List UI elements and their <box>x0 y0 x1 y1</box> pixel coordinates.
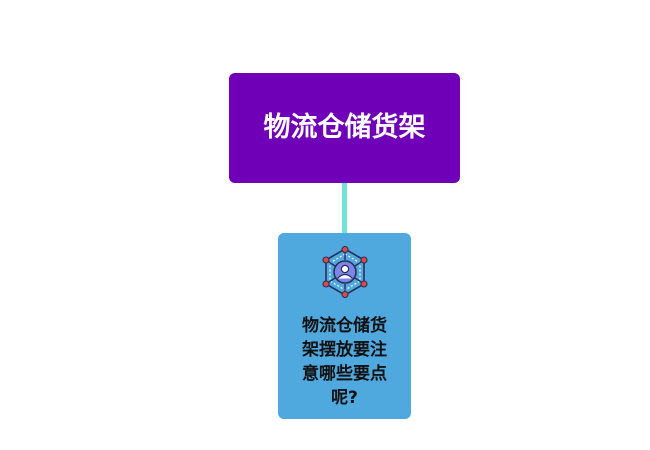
root-topic[interactable]: 物流仓储货架 <box>229 73 460 183</box>
subtopic-text: 物流仓储货架摆放要注意哪些要点呢? <box>302 316 387 408</box>
network-user-icon <box>321 246 368 298</box>
root-topic-title: 物流仓储货架 <box>263 112 426 143</box>
root-child-connector <box>342 183 347 234</box>
subtopic-card[interactable]: 物流仓储货架摆放要注意哪些要点呢? <box>278 233 411 419</box>
